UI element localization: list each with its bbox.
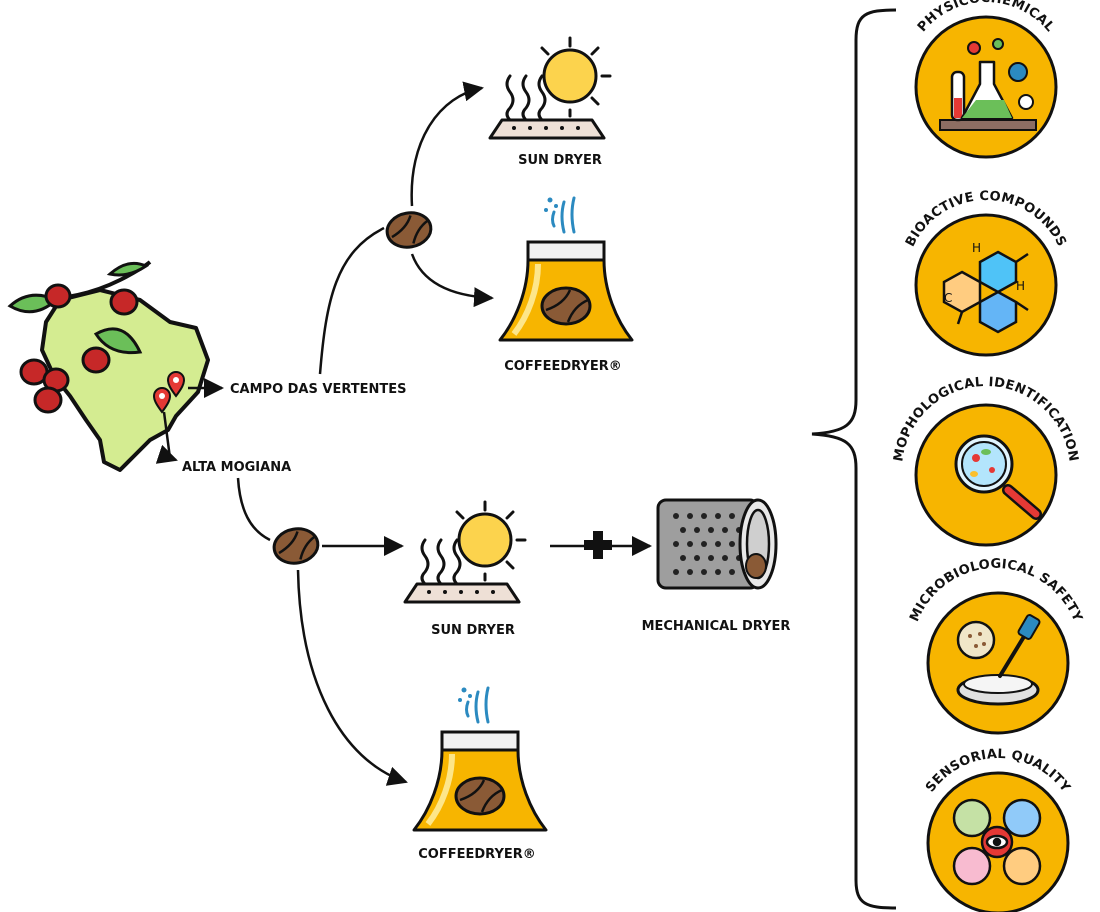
lab-flask-icon bbox=[939, 38, 1037, 131]
region-alta-label: ALTA MOGIANA bbox=[182, 460, 291, 475]
senses-icon bbox=[952, 798, 1042, 886]
coffeedryer-bottom-icon bbox=[414, 688, 546, 831]
sun-dryer-top-label: SUN DRYER bbox=[518, 153, 602, 168]
coffeedryer-top-icon bbox=[500, 198, 632, 341]
analysis-bioactive-compounds: BIOACTIVE COMPOUNDS H H C bbox=[903, 189, 1069, 357]
molecule-icon: H H C bbox=[942, 241, 1029, 334]
coffee-bean-top-icon bbox=[382, 207, 436, 253]
coffeedryer-top-label: COFFEEDRYER® bbox=[504, 359, 622, 374]
arrow-campo-to-bean bbox=[318, 226, 385, 375]
arrow-alta-to-bean bbox=[236, 477, 271, 542]
petri-dish-icon bbox=[956, 614, 1041, 706]
plus-icon bbox=[584, 531, 612, 559]
grouping-brace bbox=[811, 8, 897, 910]
region-campo-label: CAMPO DAS VERTENTES bbox=[230, 382, 407, 397]
coffeedryer-bottom-label: COFFEEDRYER® bbox=[418, 847, 536, 862]
location-pin-alta-icon bbox=[152, 387, 172, 414]
sun-dryer-bottom-label: SUN DRYER bbox=[431, 623, 515, 638]
mechanical-dryer-icon bbox=[656, 498, 778, 590]
analysis-sensorial-quality: SENSORIAL QUALITY bbox=[923, 747, 1073, 912]
coffee-bean-bottom-icon bbox=[269, 523, 323, 569]
arrow-to-alta bbox=[155, 411, 178, 464]
analysis-morphological-identification: MOPHOLOGICAL IDENTIFICATION bbox=[891, 375, 1080, 547]
mechanical-dryer-label: MECHANICAL DRYER bbox=[642, 619, 791, 634]
arrow-bean-to-sundryer-top bbox=[410, 81, 484, 207]
svg-text:C: C bbox=[944, 291, 952, 305]
arrow-bean-to-coffeedryer-top bbox=[410, 253, 494, 308]
location-pin-campo-icon bbox=[166, 371, 186, 398]
analysis-microbiological-safety: MICROBIOLOGICAL SAFETY bbox=[907, 557, 1085, 735]
svg-text:H: H bbox=[972, 241, 981, 255]
sun-dryer-bottom-icon bbox=[403, 500, 527, 604]
svg-text:H: H bbox=[1016, 279, 1025, 293]
coffee-branch-icon bbox=[7, 260, 152, 414]
analysis-physicochemical: PHYSICOCHEMICAL bbox=[914, 0, 1058, 159]
sun-dryer-top-icon bbox=[488, 36, 612, 140]
arrow-bean-to-coffeedryer-bottom bbox=[296, 569, 408, 786]
magnifier-microbe-icon bbox=[954, 434, 1042, 520]
